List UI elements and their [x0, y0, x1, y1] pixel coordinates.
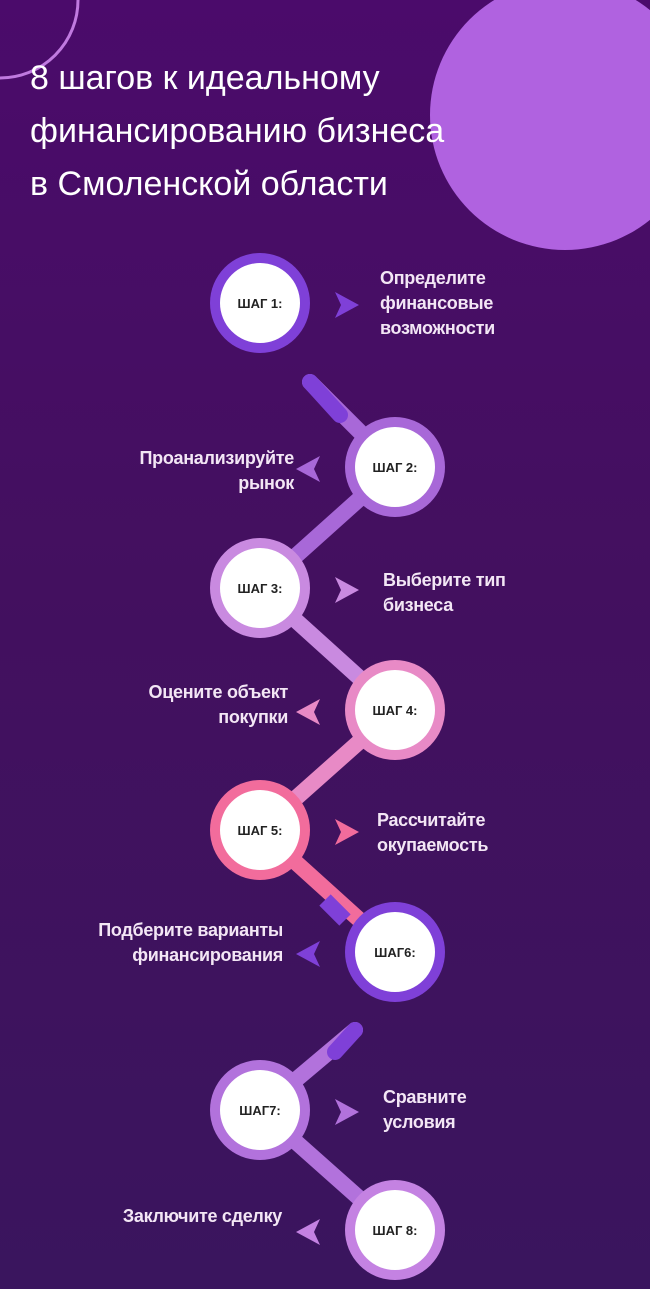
step-5-circle: ШАГ 5:	[220, 790, 300, 870]
step-2-circle: ШАГ 2:	[355, 427, 435, 507]
step-7-text: Сравните условия	[383, 1087, 467, 1132]
step-arrows	[296, 292, 359, 1245]
connector-line	[327, 1022, 363, 1060]
step-1-text: Определите финансовые возможности	[380, 268, 495, 338]
arrow-left-icon	[296, 941, 320, 967]
step-7-circle: ШАГ7:	[220, 1070, 300, 1150]
step-1-circle: ШАГ 1:	[220, 263, 300, 343]
step-3-text: Выберите тип бизнеса	[383, 570, 506, 615]
step-5-text: Рассчитайте окупаемость	[377, 810, 489, 855]
step-2-text: Проанализируйте рынок	[139, 448, 295, 493]
step-3-circle: ШАГ 3:	[220, 548, 300, 628]
step-6-circle: ШАГ6:	[355, 912, 435, 992]
arrow-right-icon	[335, 1099, 359, 1125]
step-8-circle: ШАГ 8:	[355, 1190, 435, 1270]
connector-line	[302, 374, 348, 423]
step-4-text: Оцените объект покупки	[148, 682, 289, 727]
step-8-text: Заключите сделку	[122, 1206, 282, 1226]
accent-circle-decoration	[430, 0, 650, 250]
arrow-left-icon	[296, 456, 320, 482]
page-title: 8 шагов к идеальному финансированию бизн…	[30, 59, 445, 203]
step-6-text: Подберите варианты финансирования	[98, 920, 283, 965]
connector-line	[319, 894, 351, 926]
arrow-right-icon	[335, 577, 359, 603]
arrow-left-icon	[296, 1219, 320, 1245]
step-4-circle: ШАГ 4:	[355, 670, 435, 750]
arrow-right-icon	[335, 292, 359, 318]
arrow-left-icon	[296, 699, 320, 725]
arrow-right-icon	[335, 819, 359, 845]
